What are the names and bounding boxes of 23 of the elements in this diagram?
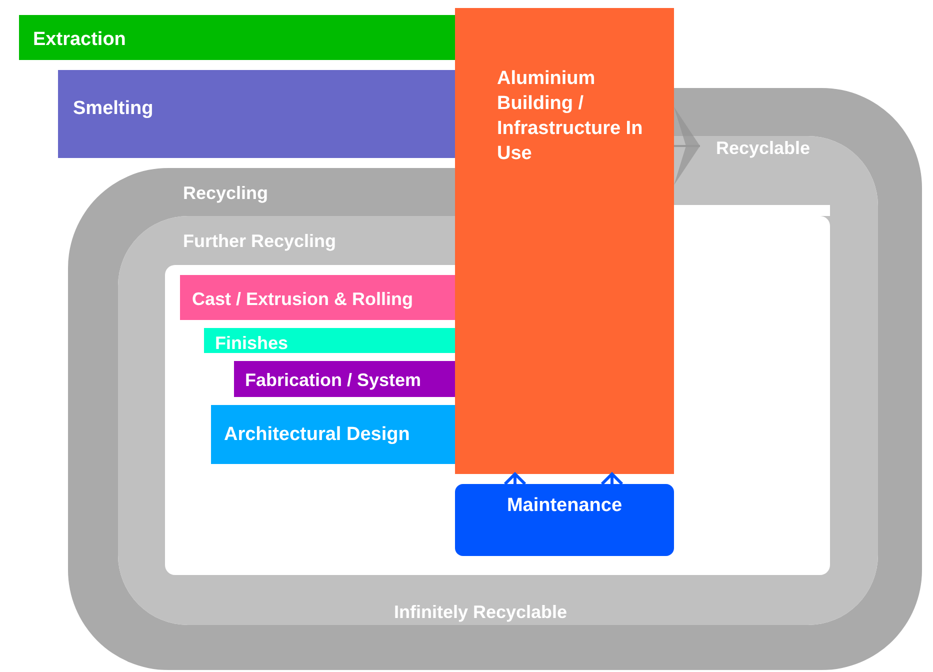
- node-label: Extraction: [33, 28, 126, 52]
- node-label: Cast / Extrusion & Rolling: [192, 288, 414, 311]
- process-bar: [204, 328, 455, 353]
- node-label: Architectural Design: [224, 423, 410, 447]
- process-bar: [234, 361, 455, 397]
- band-label: Infinitely Recyclable: [394, 601, 568, 624]
- process-bar: [58, 70, 455, 158]
- node-label: Finishes: [215, 332, 288, 355]
- arrow: [600, 472, 624, 486]
- process-bar: [19, 15, 455, 60]
- node-label: Smelting: [73, 97, 154, 121]
- node-label: Recycling: [183, 182, 268, 205]
- stage-column: [455, 8, 674, 474]
- process-box: [455, 484, 674, 556]
- node-label: Aluminium Building / Infrastructure In Use: [497, 67, 644, 166]
- chevron-arrow: [674, 107, 700, 185]
- node-label: Fabrication / System: [245, 369, 422, 392]
- process-bar: [180, 275, 455, 320]
- node-label: Maintenance: [506, 494, 622, 518]
- node-label: Further Recycling: [183, 230, 336, 253]
- band-label: Recyclable: [716, 135, 810, 162]
- process-bar: [211, 405, 455, 464]
- arrow: [504, 472, 526, 486]
